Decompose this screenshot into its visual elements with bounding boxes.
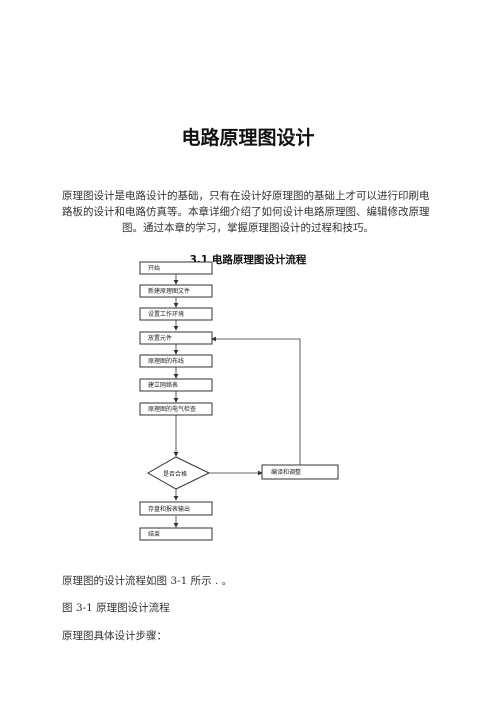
svg-text:结束: 结束 — [148, 530, 160, 538]
svg-text:放置元件: 放置元件 — [148, 334, 172, 342]
intro-paragraph: 原理图设计是电路设计的基础，只有在设计好原理图的基础上才可以进行印刷电 路板的设… — [62, 188, 434, 236]
document-title: 电路原理图设计 — [181, 127, 315, 149]
flow-step-erc: 原理图的电气检查 — [139, 402, 213, 416]
svg-text:新建原理图文件: 新建原理图文件 — [148, 287, 190, 295]
flow-step-environment: 设置工作环境 — [139, 307, 213, 321]
intro-line: 路板的设计和电路仿真等。本章详细介绍了如何设计电路原理图、编辑修改原理 — [62, 206, 430, 218]
svg-text:原理图的布线: 原理图的布线 — [148, 357, 184, 365]
body-paragraph: 原理图具体设计步骤： — [62, 630, 167, 642]
flow-connectors — [173, 274, 301, 528]
flow-step-start: 开始 — [139, 261, 213, 275]
flow-step-netlist: 建立网络表 — [139, 378, 213, 392]
section-heading: 3.1 电路原理图设计流程 — [189, 254, 307, 266]
flow-step-new-file: 新建原理图文件 — [139, 284, 213, 298]
flow-decision-pass: 是否合格 — [146, 456, 211, 490]
svg-text:编译和调整: 编译和调整 — [271, 468, 301, 476]
body-paragraph: 原理图的设计流程如图 3-1 所示 . 。 — [62, 575, 233, 587]
svg-text:是否合格: 是否合格 — [163, 470, 187, 478]
svg-text:存盘和报表输出: 存盘和报表输出 — [148, 505, 190, 513]
figure-caption: 图 3-1 原理图设计流程 — [62, 602, 170, 614]
svg-text:建立网络表: 建立网络表 — [148, 381, 178, 389]
svg-text:原理图的电气检查: 原理图的电气检查 — [148, 405, 196, 413]
intro-line: 图。通过本章的学习，掌握原理图设计的过程和技巧。 — [122, 222, 374, 234]
svg-text:设置工作环境: 设置工作环境 — [148, 310, 184, 318]
flow-step-place-parts: 放置元件 — [139, 331, 213, 345]
flow-step-save-report: 存盘和报表输出 — [139, 501, 213, 516]
flow-step-end: 结束 — [139, 527, 213, 541]
svg-text:开始: 开始 — [148, 264, 160, 272]
flow-step-wiring: 原理图的布线 — [139, 354, 213, 368]
flow-step-compile-adjust: 编译和调整 — [261, 464, 339, 480]
intro-line: 原理图设计是电路设计的基础，只有在设计好原理图的基础上才可以进行印刷电 — [62, 190, 430, 202]
